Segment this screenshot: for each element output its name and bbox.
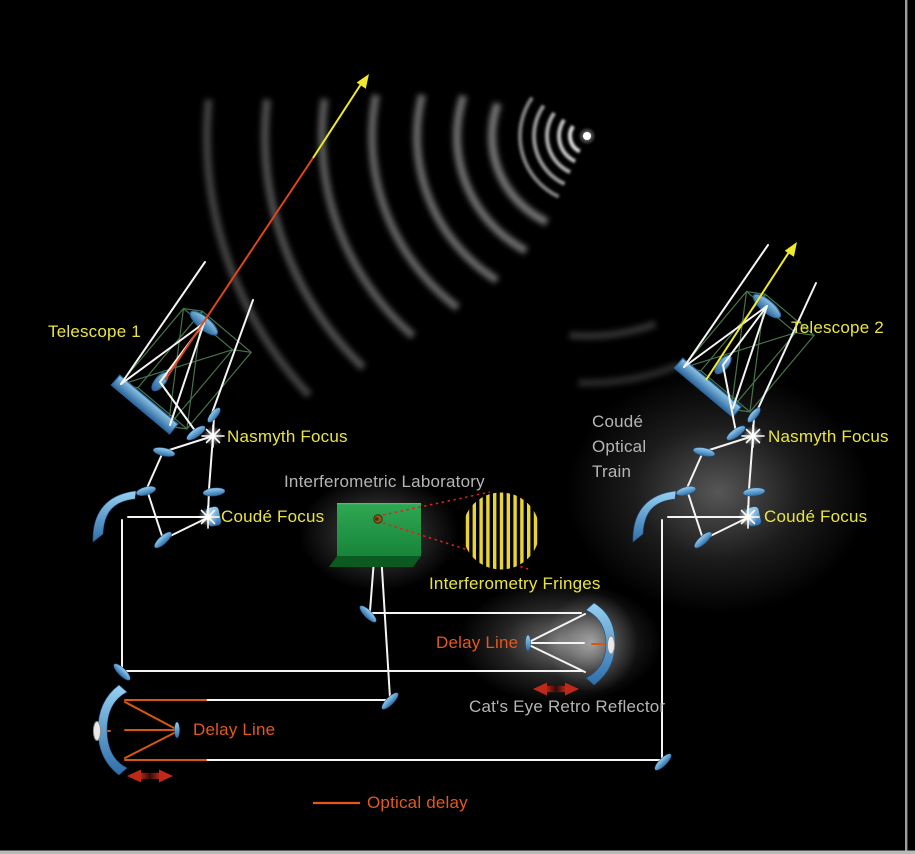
fold-mirror [654,753,672,771]
coude-train-glow [566,370,870,614]
cats-eye-primary-mirror [585,602,616,686]
fold-mirror [381,692,399,710]
fringe-bars [465,492,538,570]
zoom-callout-line [382,491,491,516]
lab-box-base [329,556,421,567]
telescope-2-arrow [705,242,797,381]
label-coude-optical-train-3: Train [592,462,632,481]
label-optical-delay-legend: Optical delay [367,793,468,812]
telescope-1-arrow [164,74,369,381]
fold-mirrors [113,605,672,771]
optical-delay-beams [100,643,607,761]
label-coude-focus-2: Coudé Focus [764,507,868,526]
delay-line-left [92,684,180,783]
label-delay-line-right: Delay Line [436,633,519,652]
telescope-feed-beams [159,282,817,436]
arrowhead-icon [784,242,797,257]
cats-eye-secondary [525,634,531,652]
label-nasmyth-focus-2: Nasmyth Focus [768,427,889,446]
fold-mirror [359,605,377,623]
interferometric-lab [329,503,421,567]
fold-mirror [113,663,131,681]
label-coude-focus-1: Coudé Focus [221,507,325,526]
label-telescope-1: Telescope 1 [48,322,141,341]
label-interferometric-laboratory: Interferometric Laboratory [284,472,485,491]
arrowhead-icon [356,74,369,89]
label-telescope-2: Telescope 2 [791,318,884,337]
label-nasmyth-focus-1: Nasmyth Focus [227,427,348,446]
right-frame-edge [905,0,908,854]
label-interferometry-fringes: Interferometry Fringes [429,574,601,593]
label-coude-optical-train-1: Coudé [592,412,644,431]
label-coude-optical-train-2: Optical [592,437,647,456]
piston-disc [606,635,616,655]
star [578,127,596,145]
wavefronts [202,93,681,398]
cats-eye-primary-mirror [97,684,128,776]
piston-disc [92,721,102,741]
lab-box [337,503,421,556]
label-cats-eye: Cat's Eye Retro Reflector [469,697,666,716]
cats-eye-secondary [174,721,180,739]
delay-line-right [525,602,616,696]
label-delay-line-left: Delay Line [193,720,276,739]
bottom-frame-edge [0,850,915,854]
fringes-circle [382,491,540,570]
